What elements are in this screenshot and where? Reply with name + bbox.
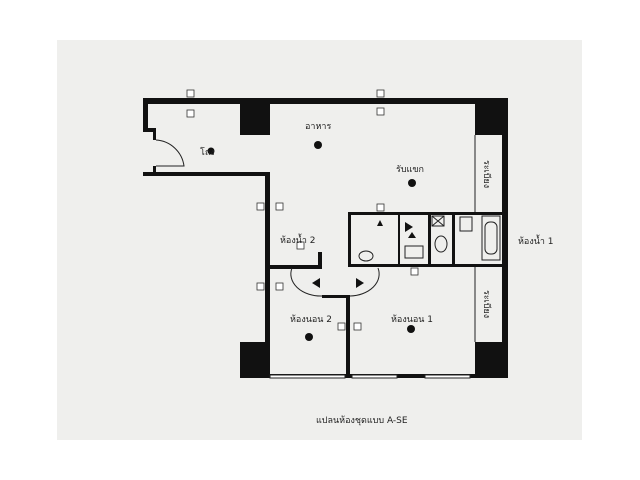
column [475,342,507,378]
room-label-balcony-lower: ระเบียง [481,290,492,318]
wall-hall-bottom [143,172,270,176]
room-label-bedroom-1: ห้องนอน 1 [391,314,433,325]
wall-left [265,172,270,378]
bedroom-divider [346,295,350,375]
plan-caption: แปลนห้องชุดแบบ A-SE [316,415,408,426]
walls [143,98,508,378]
room-label-balcony-upper: ระเบียง [481,160,492,188]
room-label-dining: อาหาร [305,122,331,132]
outlets [186,89,419,331]
column [475,103,507,135]
room-label-hall: โถง [200,147,215,158]
column [240,342,268,378]
room-label-bathroom-2: ห้องน้ำ 2 [280,233,316,246]
door-arrow-icons [312,278,364,288]
column [240,103,270,135]
room-label-bedroom-2: ห้องนอน 2 [290,314,332,325]
light-icons [207,141,416,341]
wall-top [143,98,508,104]
wall-right [502,98,508,378]
room-label-bathroom-1: ห้องน้ำ 1 [518,234,554,247]
room-label-living: รับแขก [396,165,424,175]
fixtures [155,135,501,379]
